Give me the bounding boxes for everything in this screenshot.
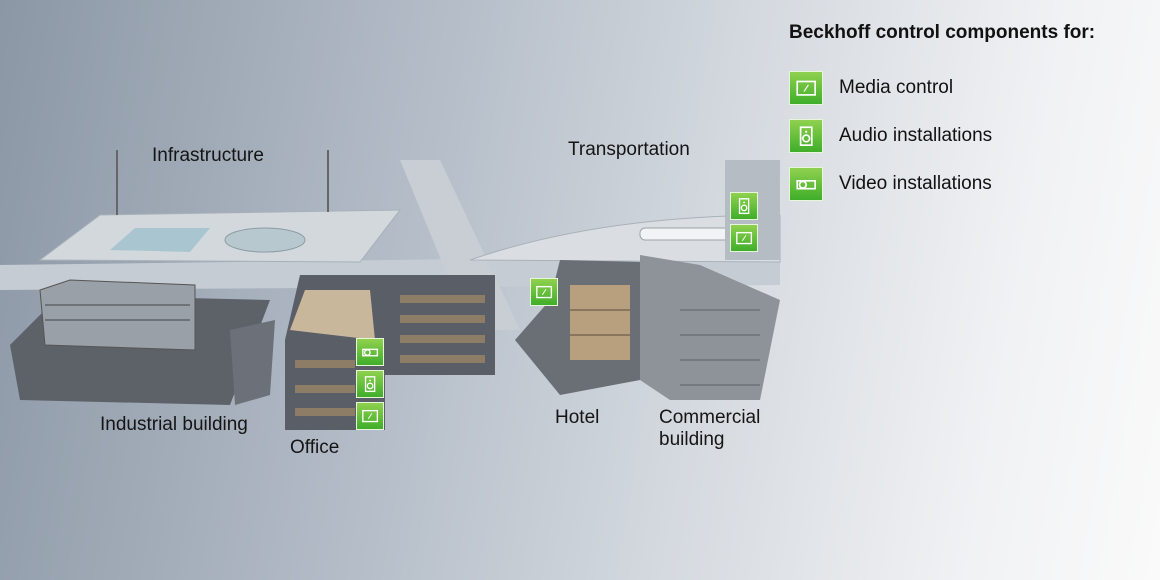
label-infrastructure: Infrastructure	[152, 145, 264, 166]
legend-label: Media control	[839, 77, 954, 98]
label-commercial-line1: Commercial	[659, 407, 761, 428]
media-control-icon	[536, 285, 552, 299]
speaker-icon	[364, 376, 376, 392]
media-control-icon	[736, 231, 752, 245]
legend-title: Beckhoff control components for:	[789, 22, 1096, 43]
legend-label: Video installations	[839, 173, 992, 194]
commercial-building	[640, 255, 780, 400]
legend-item-media-control: Media control	[789, 71, 953, 105]
hotel-media-marker[interactable]	[530, 278, 558, 306]
legend-item-video: Video installations	[789, 167, 992, 201]
label-commercial-line2: building	[659, 429, 725, 450]
label-transportation: Transportation	[568, 139, 690, 160]
speaker-icon	[799, 126, 813, 146]
media-control-icon	[362, 409, 378, 423]
speaker-icon	[738, 198, 750, 214]
label-industrial-building: Industrial building	[100, 414, 248, 435]
fountain	[224, 227, 306, 253]
office-video-marker[interactable]	[356, 338, 384, 366]
label-commercial-building: Commercial building	[659, 407, 760, 451]
train	[639, 227, 731, 241]
transport-audio-marker[interactable]	[730, 192, 758, 220]
pool	[110, 228, 210, 252]
media-control-icon	[796, 80, 816, 96]
office-audio-marker[interactable]	[356, 370, 384, 398]
label-office: Office	[290, 437, 340, 458]
label-hotel: Hotel	[555, 407, 600, 428]
projector-icon	[796, 179, 816, 190]
legend-item-audio: Audio installations	[789, 119, 992, 153]
projector-icon	[362, 348, 378, 357]
legend-label: Audio installations	[839, 125, 993, 146]
transport-media-marker[interactable]	[730, 224, 758, 252]
office-media-marker[interactable]	[356, 402, 384, 430]
